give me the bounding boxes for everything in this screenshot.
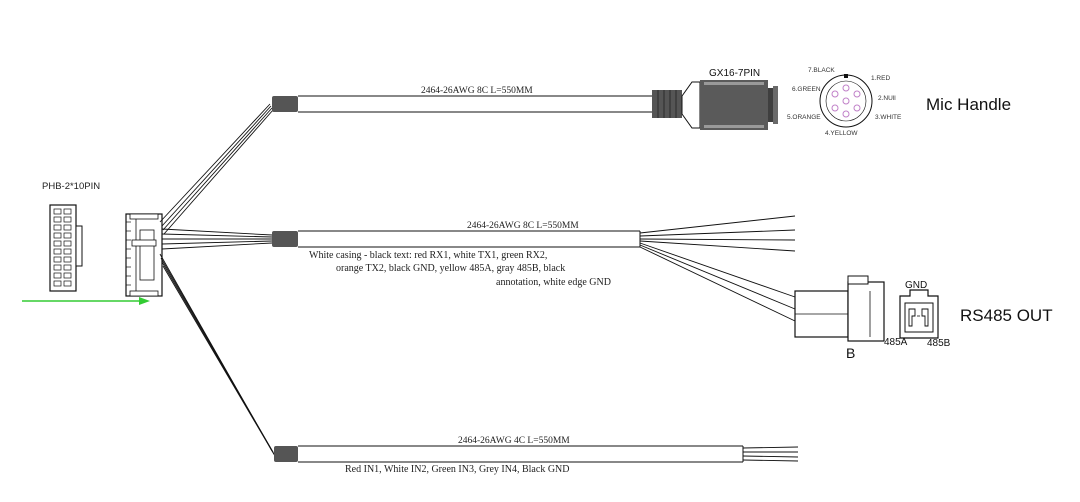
phb-pin-cell [63,208,72,215]
gx16-pin-face [819,74,873,128]
gx16-pin-1-label: 1.RED [871,75,890,82]
rs485-gnd-label: GND [905,280,927,291]
gx16-label: GX16-7PIN [709,68,760,79]
phb-pin-cell [53,272,62,279]
rs485-loose-wires [639,215,796,322]
rs485-pin-b-label: 485B [927,338,951,349]
wire-bundle-top [159,103,274,235]
cable-rs485-note-line-2: orange TX2, black GND, yellow 485A, gray… [336,263,565,274]
cable-input-spec: 2464-26AWG 4C L=550MM [458,436,570,446]
gx16-pin-2-label: 2.NUll [878,95,896,102]
phb-pin-cell [63,264,72,271]
phb-pin-cell [63,256,72,263]
rs485-pin-a-label: 485A [884,337,908,348]
green-arrow-icon [22,297,150,305]
rs485-plug-front [899,289,939,339]
phb-pin-cell [53,208,62,215]
wire-bundle-bottom [159,253,276,457]
phb-pin-cell [63,248,72,255]
phb-pin-cell [53,224,62,231]
gx16-pin-4-label: 4.YELLOW [825,130,858,137]
gx16-pin-7-label: 7.BLACK [808,67,835,74]
phb-pin-cell [63,232,72,239]
cable-input [274,445,799,463]
phb-pin-cell [63,216,72,223]
phb-pin-cell [63,240,72,247]
mic-handle-label: Mic Handle [926,95,1011,114]
cable-rs485-note-line-1: White casing - black text: red RX1, whit… [309,250,547,261]
heatshrink-bottom [274,446,298,462]
wire-bundle-middle [161,228,273,250]
phb-pin-cell [53,240,62,247]
phb-pin-cell [53,280,62,287]
gx16-pin-5-label: 5.ORANGE [787,114,821,121]
gx16-pin-6-label: 6.GREEN [792,86,821,93]
gx16-pin-3-label: 3.WHITE [875,114,902,121]
phb-pin-cell [53,248,62,255]
phb-pin-cell [53,232,62,239]
phb-pin-cell [53,256,62,263]
rs485-out-label: RS485 OUT [960,306,1053,325]
rs485-housing [794,275,885,342]
phb-pin-cell [63,224,72,231]
cable-input-note: Red IN1, White IN2, Green IN3, Grey IN4,… [345,464,569,475]
phb-pin-cell [53,264,62,271]
phb-pin-cell [63,280,72,287]
cable-rs485 [272,230,641,248]
phb-connector-front [49,204,83,292]
cable-mic [272,95,652,113]
phb-pin-cell [53,216,62,223]
phb-pin-cell [63,272,72,279]
heatshrink-top [272,96,298,112]
gx16-connector [652,80,778,130]
cable-rs485-note-line-3: annotation, white edge GND [496,277,611,288]
cable-mic-spec: 2464-26AWG 8C L=550MM [421,86,533,96]
phb-connector-side [125,213,163,297]
phb-connector-label: PHB-2*10PIN [42,181,100,192]
cable-rs485-spec: 2464-26AWG 8C L=550MM [467,221,579,231]
heatshrink-middle [272,231,298,247]
rs485-housing-label: B [846,345,855,361]
